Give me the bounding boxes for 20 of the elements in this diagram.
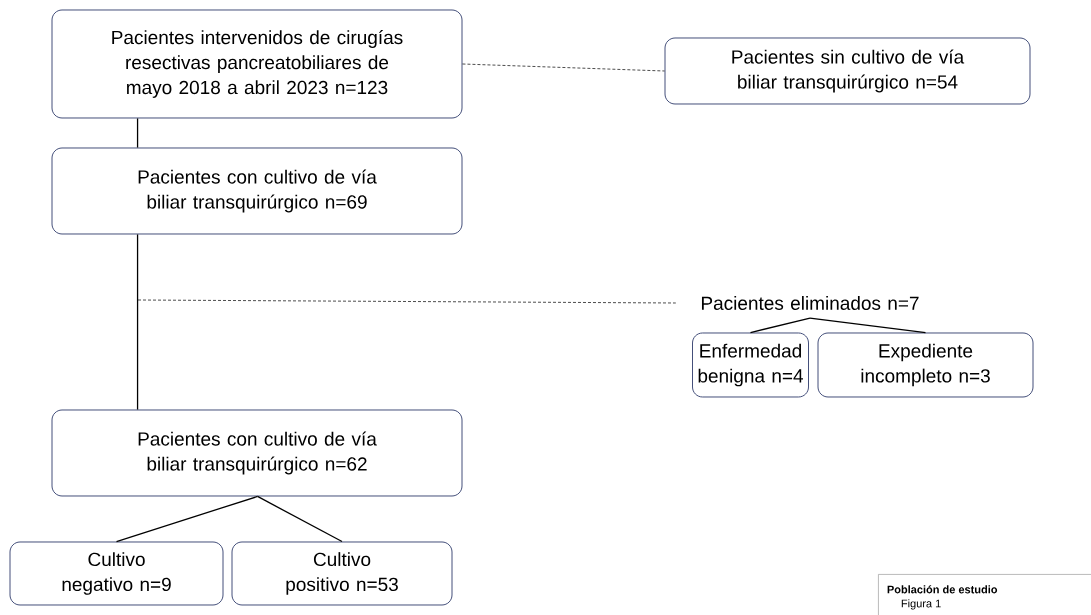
- connector-line: [136, 117, 139, 149]
- dashed-line: [137, 299, 677, 304]
- process-box: Cultivo positivo n=53: [231, 541, 453, 606]
- connector-line: [256, 495, 343, 543]
- process-box: Cultivo negativo n=9: [9, 541, 224, 606]
- connector-line: [115, 495, 259, 543]
- dashed-line: [462, 63, 665, 72]
- connector-line: [749, 317, 811, 334]
- process-box: Pacientes sin cultivo de vía biliar transquirúrgico n=54: [664, 37, 1031, 105]
- connector-line: [136, 233, 139, 411]
- process-box: Pacientes con cultivo de vía biliar transquirúrgico n=69: [51, 147, 463, 235]
- process-box: Enfermedad benigna n=4: [692, 332, 809, 398]
- process-box: Pacientes con cultivo de vía biliar transquirúrgico n=62: [51, 409, 463, 497]
- legend-title: Población de estudio: [887, 585, 998, 594]
- connector-line: [809, 317, 927, 334]
- process-box: Pacientes intervenidos de cirugías resectivas pancreatobiliares de mayo 2018 a abril 2023 n=123: [51, 9, 463, 119]
- figure-number: Figura 1: [901, 599, 941, 610]
- figure-label-box: [878, 574, 1091, 615]
- process-box: Expediente incompleto n=3: [817, 332, 1034, 398]
- group-heading: Pacientes eliminados n=7: [702, 296, 919, 310]
